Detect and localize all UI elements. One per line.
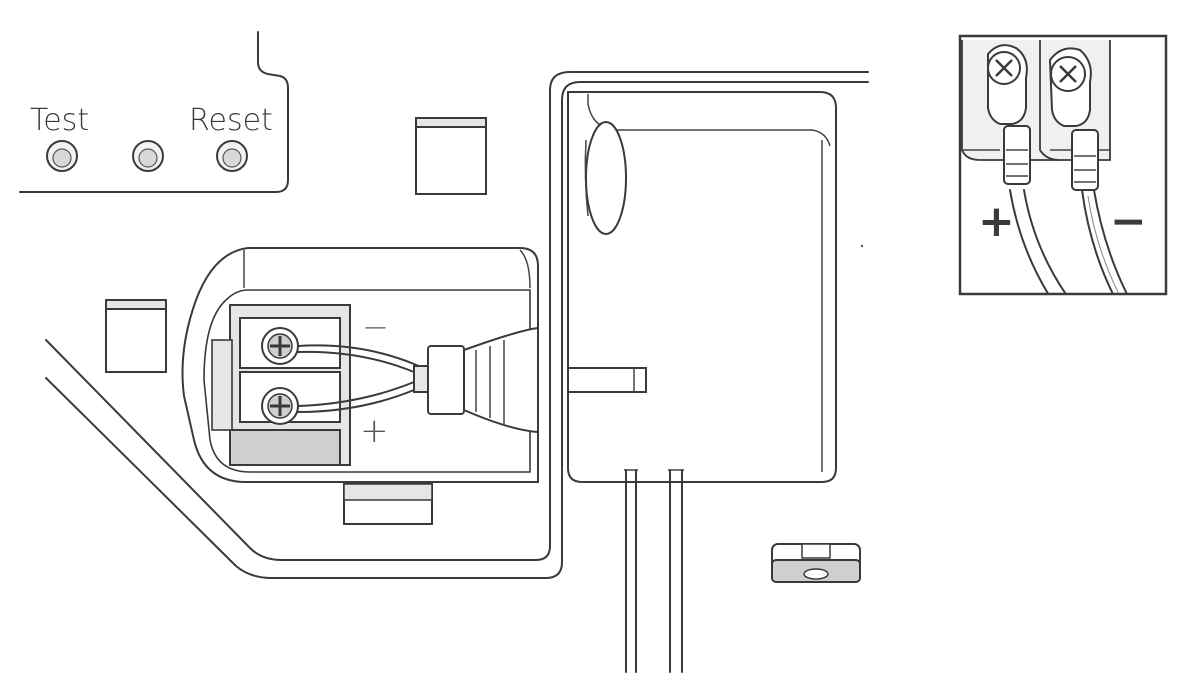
screw-icon-negative <box>261 327 299 365</box>
reset-button[interactable] <box>216 140 248 172</box>
inset-plus-label: + <box>978 196 1015 247</box>
control-panel: Test Reset <box>19 31 289 193</box>
screw-icon-positive <box>261 387 299 425</box>
power-adapter <box>567 91 837 673</box>
fastener-clip <box>771 543 861 583</box>
inset-detail: + − <box>958 34 1168 296</box>
reset-label: Reset <box>189 103 273 138</box>
status-led <box>132 140 164 172</box>
terminal-minus-label: − <box>362 308 389 346</box>
mounting-tab-left <box>105 299 167 373</box>
stray-mark <box>860 244 864 248</box>
test-label: Test <box>30 103 89 138</box>
cable-boot <box>413 326 539 434</box>
inset-minus-label: − <box>1110 196 1147 247</box>
terminal-wires <box>297 344 429 413</box>
test-button[interactable] <box>46 140 78 172</box>
housing-outline <box>45 71 869 579</box>
mounting-tab-top <box>415 117 487 195</box>
terminal-plus-label: + <box>360 411 389 451</box>
